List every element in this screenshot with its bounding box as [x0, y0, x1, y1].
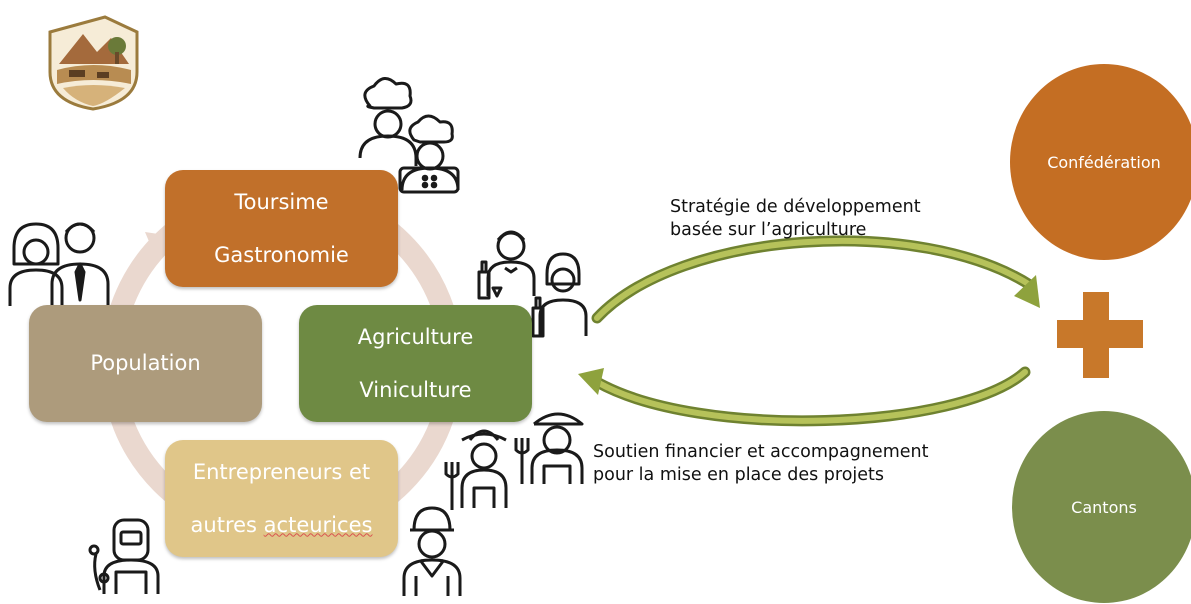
caption-strategy: Stratégie de développement basée sur l’a… [670, 196, 1000, 242]
box-entrepreneurs: Entrepreneurs et autres acteurices [165, 440, 398, 557]
arrow-support [578, 366, 1031, 427]
entrepreneurs-label-line1: Entrepreneurs et [192, 460, 371, 485]
box-population: Population [29, 305, 262, 422]
box-tourism-gastronomy: Toursime Gastronomie [165, 170, 398, 287]
tourism-label-line1: Toursime [234, 190, 329, 215]
waiters-icon [477, 230, 588, 338]
farmers-icon [444, 412, 584, 510]
agriculture-label-line1: Agriculture [357, 325, 474, 350]
population-label: Population [90, 351, 201, 376]
entrepreneurs-label-prefix: autres [190, 512, 264, 537]
welder-icon [88, 518, 160, 594]
caption-support-line2: pour la mise en place des projets [593, 464, 885, 485]
worker-icon [402, 506, 462, 596]
circle-confederation: Confédération [1010, 64, 1191, 260]
tourism-label-line2: Gastronomie [214, 242, 349, 267]
arrow-strategy [591, 235, 1040, 324]
caption-strategy-line1: Stratégie de développement [670, 197, 921, 217]
caption-strategy-line2: basée sur l’agriculture [670, 219, 867, 240]
chefs-icon [358, 77, 460, 194]
entrepreneurs-label-line2: autres acteurices [191, 512, 373, 538]
box-agriculture-viniculture: Agriculture Viniculture [299, 305, 532, 422]
entrepreneurs-label-misspelled: acteurices [263, 512, 373, 537]
caption-support: Soutien financier et accompagnement pour… [593, 441, 1013, 487]
cantons-label: Cantons [1071, 497, 1137, 517]
circle-cantons: Cantons [1012, 411, 1191, 603]
business-people-icon [8, 222, 110, 306]
logo-emblem [48, 15, 139, 111]
plus-icon [1057, 292, 1143, 378]
caption-support-line1: Soutien financier et accompagnement [593, 442, 929, 462]
agriculture-label-line2: Viniculture [359, 377, 472, 402]
confederation-label: Confédération [1047, 152, 1161, 172]
